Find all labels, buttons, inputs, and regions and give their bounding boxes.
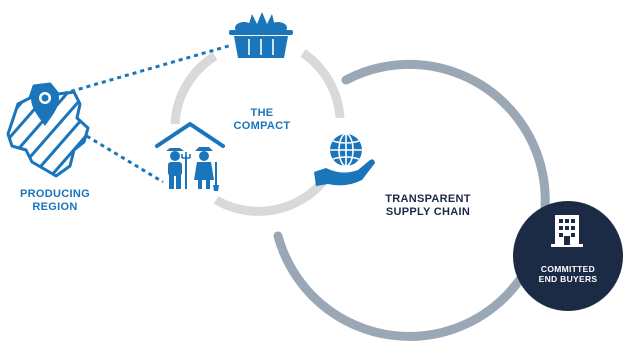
farmers-icon [155,122,225,191]
producing-region-label: PRODUCING REGION [20,188,90,214]
globe-hand-icon [314,133,375,186]
compact-ring [170,49,345,216]
region-connector-lines [47,43,233,184]
building-icon [551,215,583,247]
end-buyers-label: COMMITTED END BUYERS [538,264,598,285]
compact-label: THE COMPACT [233,107,291,133]
map-pin-icon [31,84,59,126]
food-basket-icon [229,12,293,58]
end-buyers-node [513,201,623,311]
supply-chain-label: TRANSPARENT SUPPLY CHAIN [385,193,471,219]
